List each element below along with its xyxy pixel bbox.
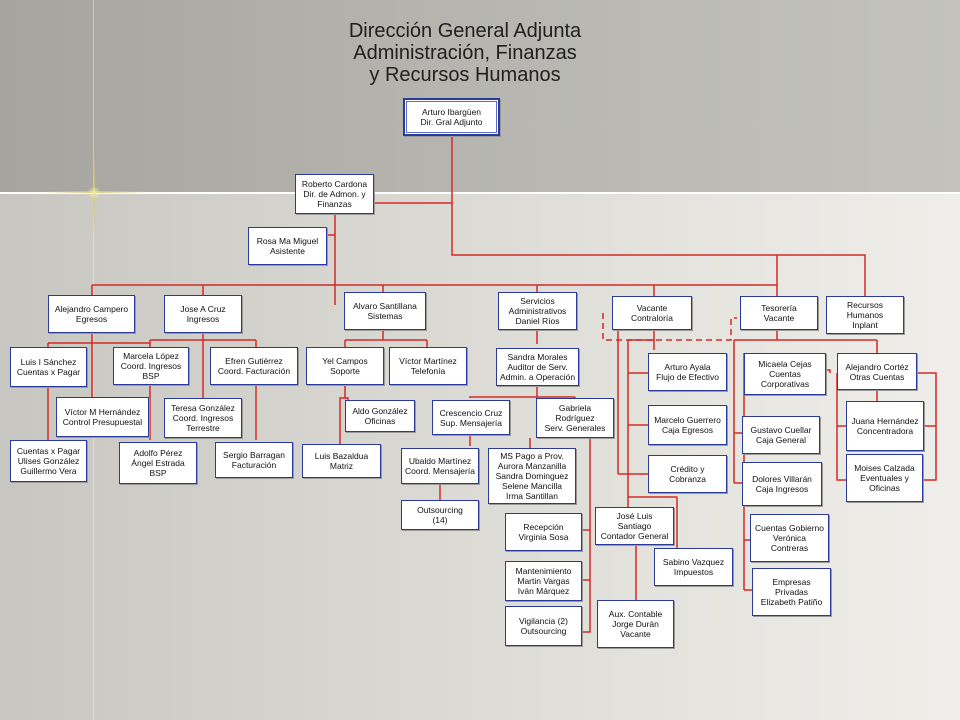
decorative-vertical-line <box>93 0 94 720</box>
connector <box>836 373 846 481</box>
connector <box>826 369 831 373</box>
title-line-2: Administración, Finanzas <box>353 42 577 64</box>
title-line-3: y Recursos Humanos <box>369 64 561 86</box>
title-line-1: Dirección General Adjunta <box>348 20 582 42</box>
connector <box>326 234 335 244</box>
sparkle-icon <box>87 186 101 200</box>
connector <box>628 339 655 350</box>
box-vigilancia: Vigilancia (2)Outsourcing <box>505 606 582 646</box>
chart-title: Dirección General Adjunta Administración… <box>300 20 630 86</box>
connector <box>91 343 100 401</box>
connector <box>469 386 538 398</box>
box-outsourcing-14: Outsourcing(14) <box>401 500 479 530</box>
connector <box>339 385 346 444</box>
header-band <box>0 0 960 192</box>
connector <box>334 136 453 305</box>
connector <box>451 203 866 296</box>
dashed-connector <box>602 313 737 341</box>
header-separator <box>0 192 960 194</box>
